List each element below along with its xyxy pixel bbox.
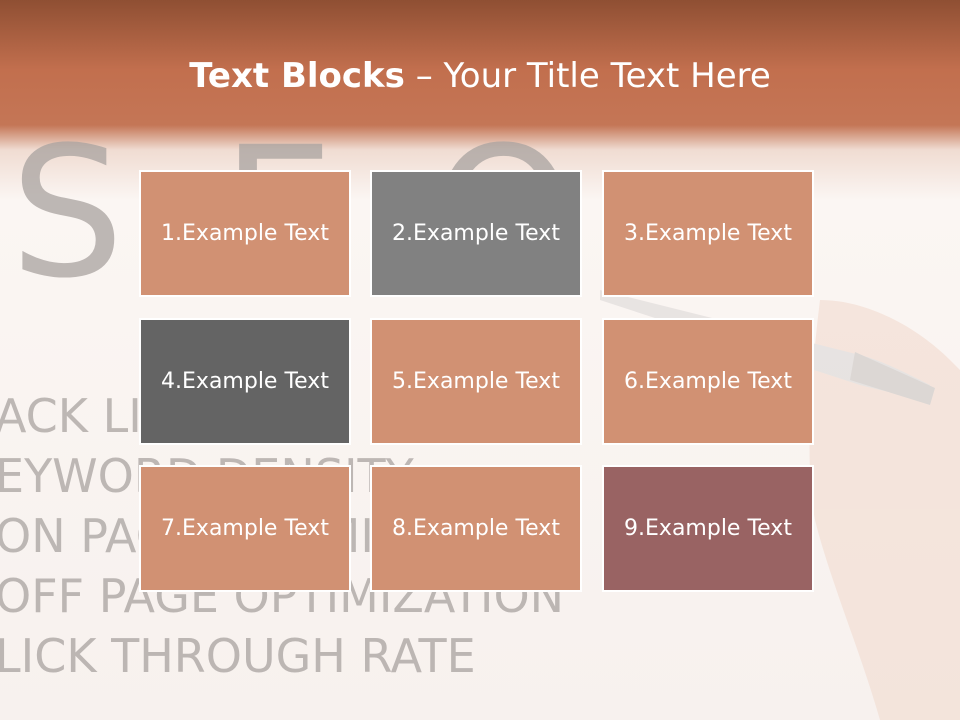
text-block-6: 6.Example Text	[602, 318, 814, 445]
text-block-5: 5.Example Text	[370, 318, 582, 445]
text-block-label: 2.Example Text	[392, 221, 560, 246]
text-block-9: 9.Example Text	[602, 465, 814, 592]
title-bold: Text Blocks	[189, 56, 405, 96]
text-block-label: 9.Example Text	[624, 516, 792, 541]
text-block-label: 5.Example Text	[392, 369, 560, 394]
text-block-8: 8.Example Text	[370, 465, 582, 592]
text-block-1: 1.Example Text	[139, 170, 351, 297]
bg-line-5: LICK THROUGH RATE	[0, 629, 476, 683]
title-rest: Your Title Text Here	[443, 56, 771, 96]
slide-title: Text Blocks – Your Title Text Here	[0, 54, 960, 98]
text-block-label: 8.Example Text	[392, 516, 560, 541]
text-block-label: 4.Example Text	[161, 369, 329, 394]
text-block-label: 1.Example Text	[161, 221, 329, 246]
text-block-3: 3.Example Text	[602, 170, 814, 297]
title-bar: Text Blocks – Your Title Text Here	[0, 0, 960, 150]
text-block-2: 2.Example Text	[370, 170, 582, 297]
text-block-label: 3.Example Text	[624, 221, 792, 246]
text-block-label: 7.Example Text	[161, 516, 329, 541]
title-separator: –	[404, 56, 444, 96]
text-block-label: 6.Example Text	[624, 369, 792, 394]
text-block-4: 4.Example Text	[139, 318, 351, 445]
text-block-7: 7.Example Text	[139, 465, 351, 592]
